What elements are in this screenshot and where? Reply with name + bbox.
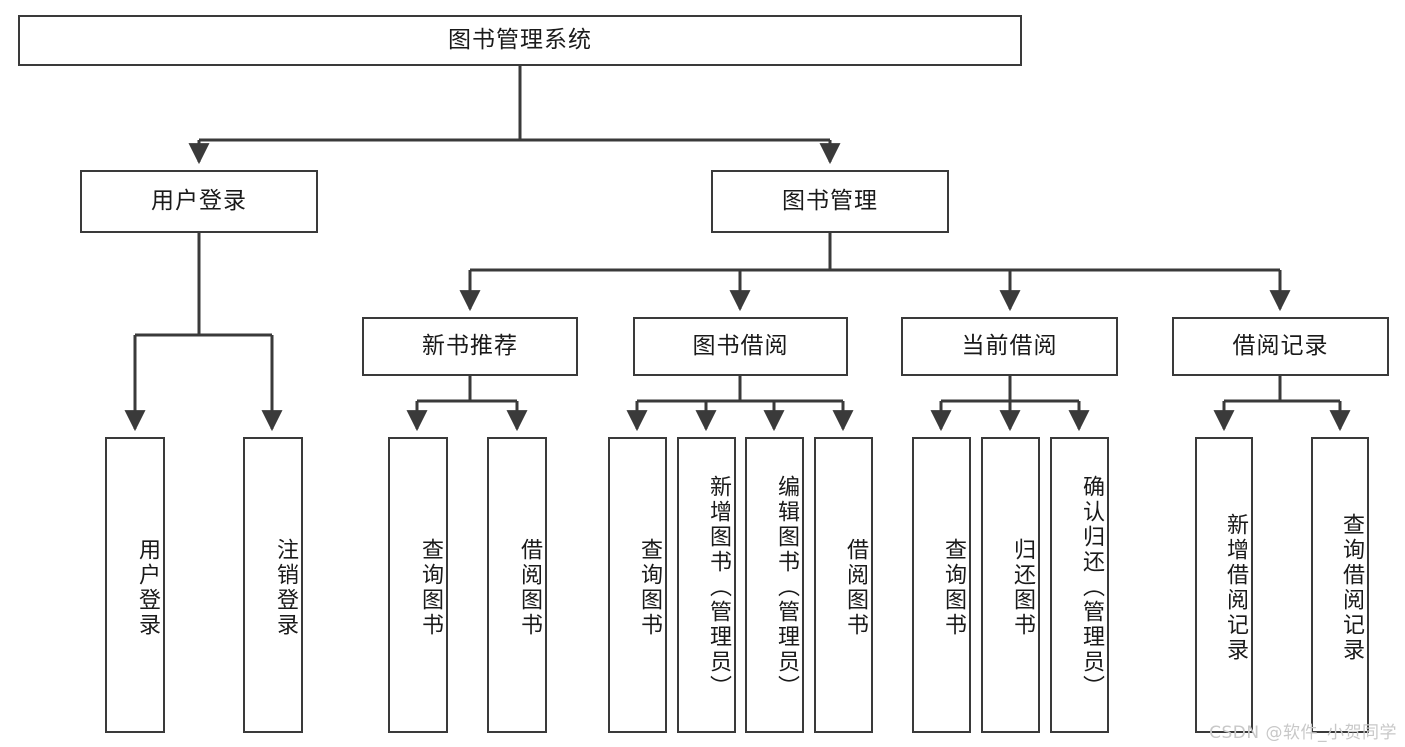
- leaf-query-book-recommend-label: 查询图书: [418, 538, 443, 638]
- node-borrow-records[interactable]: 借阅记录: [1172, 317, 1389, 376]
- leaf-add-book-admin-label: 新增图书（管理员）: [706, 474, 731, 700]
- node-user-login-label: 用户登录: [151, 188, 247, 215]
- csdn-watermark: CSDN @软件_小贺同学: [1209, 723, 1397, 743]
- node-new-book-recommend[interactable]: 新书推荐: [362, 317, 578, 376]
- leaf-borrow-book-recommend-label: 借阅图书: [517, 538, 542, 638]
- leaf-confirm-return-admin-label: 确认归还（管理员）: [1079, 474, 1104, 700]
- leaf-borrow-book[interactable]: 借阅图书: [814, 437, 873, 733]
- node-user-login[interactable]: 用户登录: [80, 170, 318, 233]
- leaf-borrow-book-recommend[interactable]: 借阅图书: [487, 437, 547, 733]
- leaf-query-book-current-label: 查询图书: [941, 538, 966, 638]
- leaf-borrow-book-label: 借阅图书: [843, 538, 868, 638]
- leaf-query-book-recommend[interactable]: 查询图书: [388, 437, 448, 733]
- node-current-borrow-label: 当前借阅: [961, 333, 1058, 360]
- node-root-label: 图书管理系统: [448, 27, 592, 54]
- leaf-edit-book-admin-label: 编辑图书（管理员）: [774, 474, 799, 700]
- node-book-management[interactable]: 图书管理: [711, 170, 949, 233]
- leaf-user-login[interactable]: 用户登录: [105, 437, 165, 733]
- leaf-confirm-return-admin[interactable]: 确认归还（管理员）: [1050, 437, 1109, 733]
- leaf-query-borrow-record[interactable]: 查询借阅记录: [1311, 437, 1369, 733]
- leaf-edit-book-admin[interactable]: 编辑图书（管理员）: [745, 437, 804, 733]
- node-book-management-label: 图书管理: [782, 188, 878, 215]
- leaf-query-book-borrow[interactable]: 查询图书: [608, 437, 667, 733]
- leaf-return-book[interactable]: 归还图书: [981, 437, 1040, 733]
- node-book-borrow-label: 图书借阅: [692, 333, 789, 360]
- leaf-query-book-current[interactable]: 查询图书: [912, 437, 971, 733]
- node-borrow-records-label: 借阅记录: [1232, 333, 1329, 360]
- leaf-user-logout[interactable]: 注销登录: [243, 437, 303, 733]
- leaf-add-borrow-record-label: 新增借阅记录: [1223, 513, 1248, 663]
- leaf-add-borrow-record[interactable]: 新增借阅记录: [1195, 437, 1253, 733]
- leaf-user-login-label: 用户登录: [135, 538, 160, 638]
- node-new-book-recommend-label: 新书推荐: [422, 333, 518, 360]
- node-current-borrow[interactable]: 当前借阅: [901, 317, 1118, 376]
- leaf-add-book-admin[interactable]: 新增图书（管理员）: [677, 437, 736, 733]
- leaf-user-logout-label: 注销登录: [273, 538, 298, 638]
- leaf-query-borrow-record-label: 查询借阅记录: [1339, 513, 1364, 663]
- node-book-borrow[interactable]: 图书借阅: [633, 317, 848, 376]
- leaf-query-book-borrow-label: 查询图书: [637, 538, 662, 638]
- leaf-return-book-label: 归还图书: [1010, 538, 1035, 638]
- node-root[interactable]: 图书管理系统: [18, 15, 1022, 66]
